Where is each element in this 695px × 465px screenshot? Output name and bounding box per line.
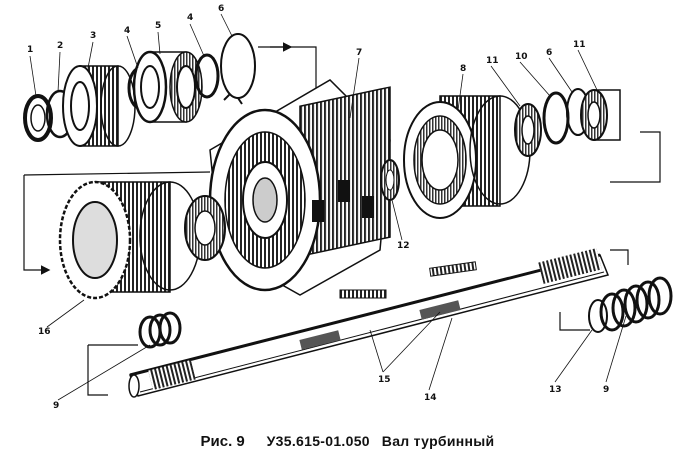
- part-10-ring: [542, 91, 570, 145]
- part-16-gear: [58, 180, 201, 300]
- callout-5: 5: [155, 21, 161, 31]
- callout-11b: 11: [573, 40, 586, 50]
- part-9-spring-right: [599, 276, 673, 332]
- part-5-bearing: [132, 50, 203, 124]
- part-11-bearing: [514, 103, 542, 157]
- part-7-clutch-drum: [208, 79, 391, 296]
- callout-4a: 4: [124, 26, 130, 36]
- callout-8: 8: [460, 64, 466, 74]
- part-13-ring: [588, 299, 608, 333]
- part-4-ring-second: [194, 53, 220, 99]
- callout-7: 7: [356, 48, 362, 58]
- callout-11a: 11: [486, 56, 499, 66]
- part-11-bearing-right: [580, 89, 621, 141]
- callout-1: 1: [27, 45, 33, 55]
- callout-9a: 9: [53, 401, 59, 411]
- part-9-spring: [138, 311, 182, 349]
- part-code: У35.615-01.050: [266, 433, 370, 449]
- callout-16: 16: [38, 327, 51, 337]
- callout-6a: 6: [218, 4, 224, 14]
- leader-lines: [29, 13, 627, 401]
- callout-labels: 1 2 3 4 5 4 6 7 8 11 10 6 11 12 16 9 15 …: [27, 4, 609, 411]
- callout-13: 13: [549, 385, 562, 395]
- callout-3: 3: [90, 31, 96, 41]
- figure-title: Вал турбинный: [381, 433, 495, 449]
- part-1-ring: [23, 94, 53, 142]
- part-6-snap-ring: [220, 33, 256, 105]
- callout-14: 14: [424, 393, 437, 403]
- part-14-turbine-shaft: [128, 248, 610, 398]
- callout-6b: 6: [546, 48, 552, 58]
- callout-4b: 4: [187, 13, 193, 23]
- part-3-gear: [62, 65, 136, 147]
- callout-10: 10: [515, 52, 528, 62]
- callout-2: 2: [57, 41, 63, 51]
- callout-15: 15: [378, 375, 391, 385]
- figure-caption: Рис. 9 У35.615-01.050 Вал турбинный: [0, 433, 695, 450]
- assembly-axis-lines: [23, 42, 661, 396]
- part-15-keys: [339, 261, 477, 299]
- part-12-bearing: [380, 159, 400, 201]
- part-8-gear: [403, 95, 531, 219]
- callout-9b: 9: [603, 385, 609, 395]
- callout-12: 12: [397, 241, 410, 251]
- figure-number: Рис. 9: [200, 433, 245, 450]
- bearing-small: [184, 195, 226, 261]
